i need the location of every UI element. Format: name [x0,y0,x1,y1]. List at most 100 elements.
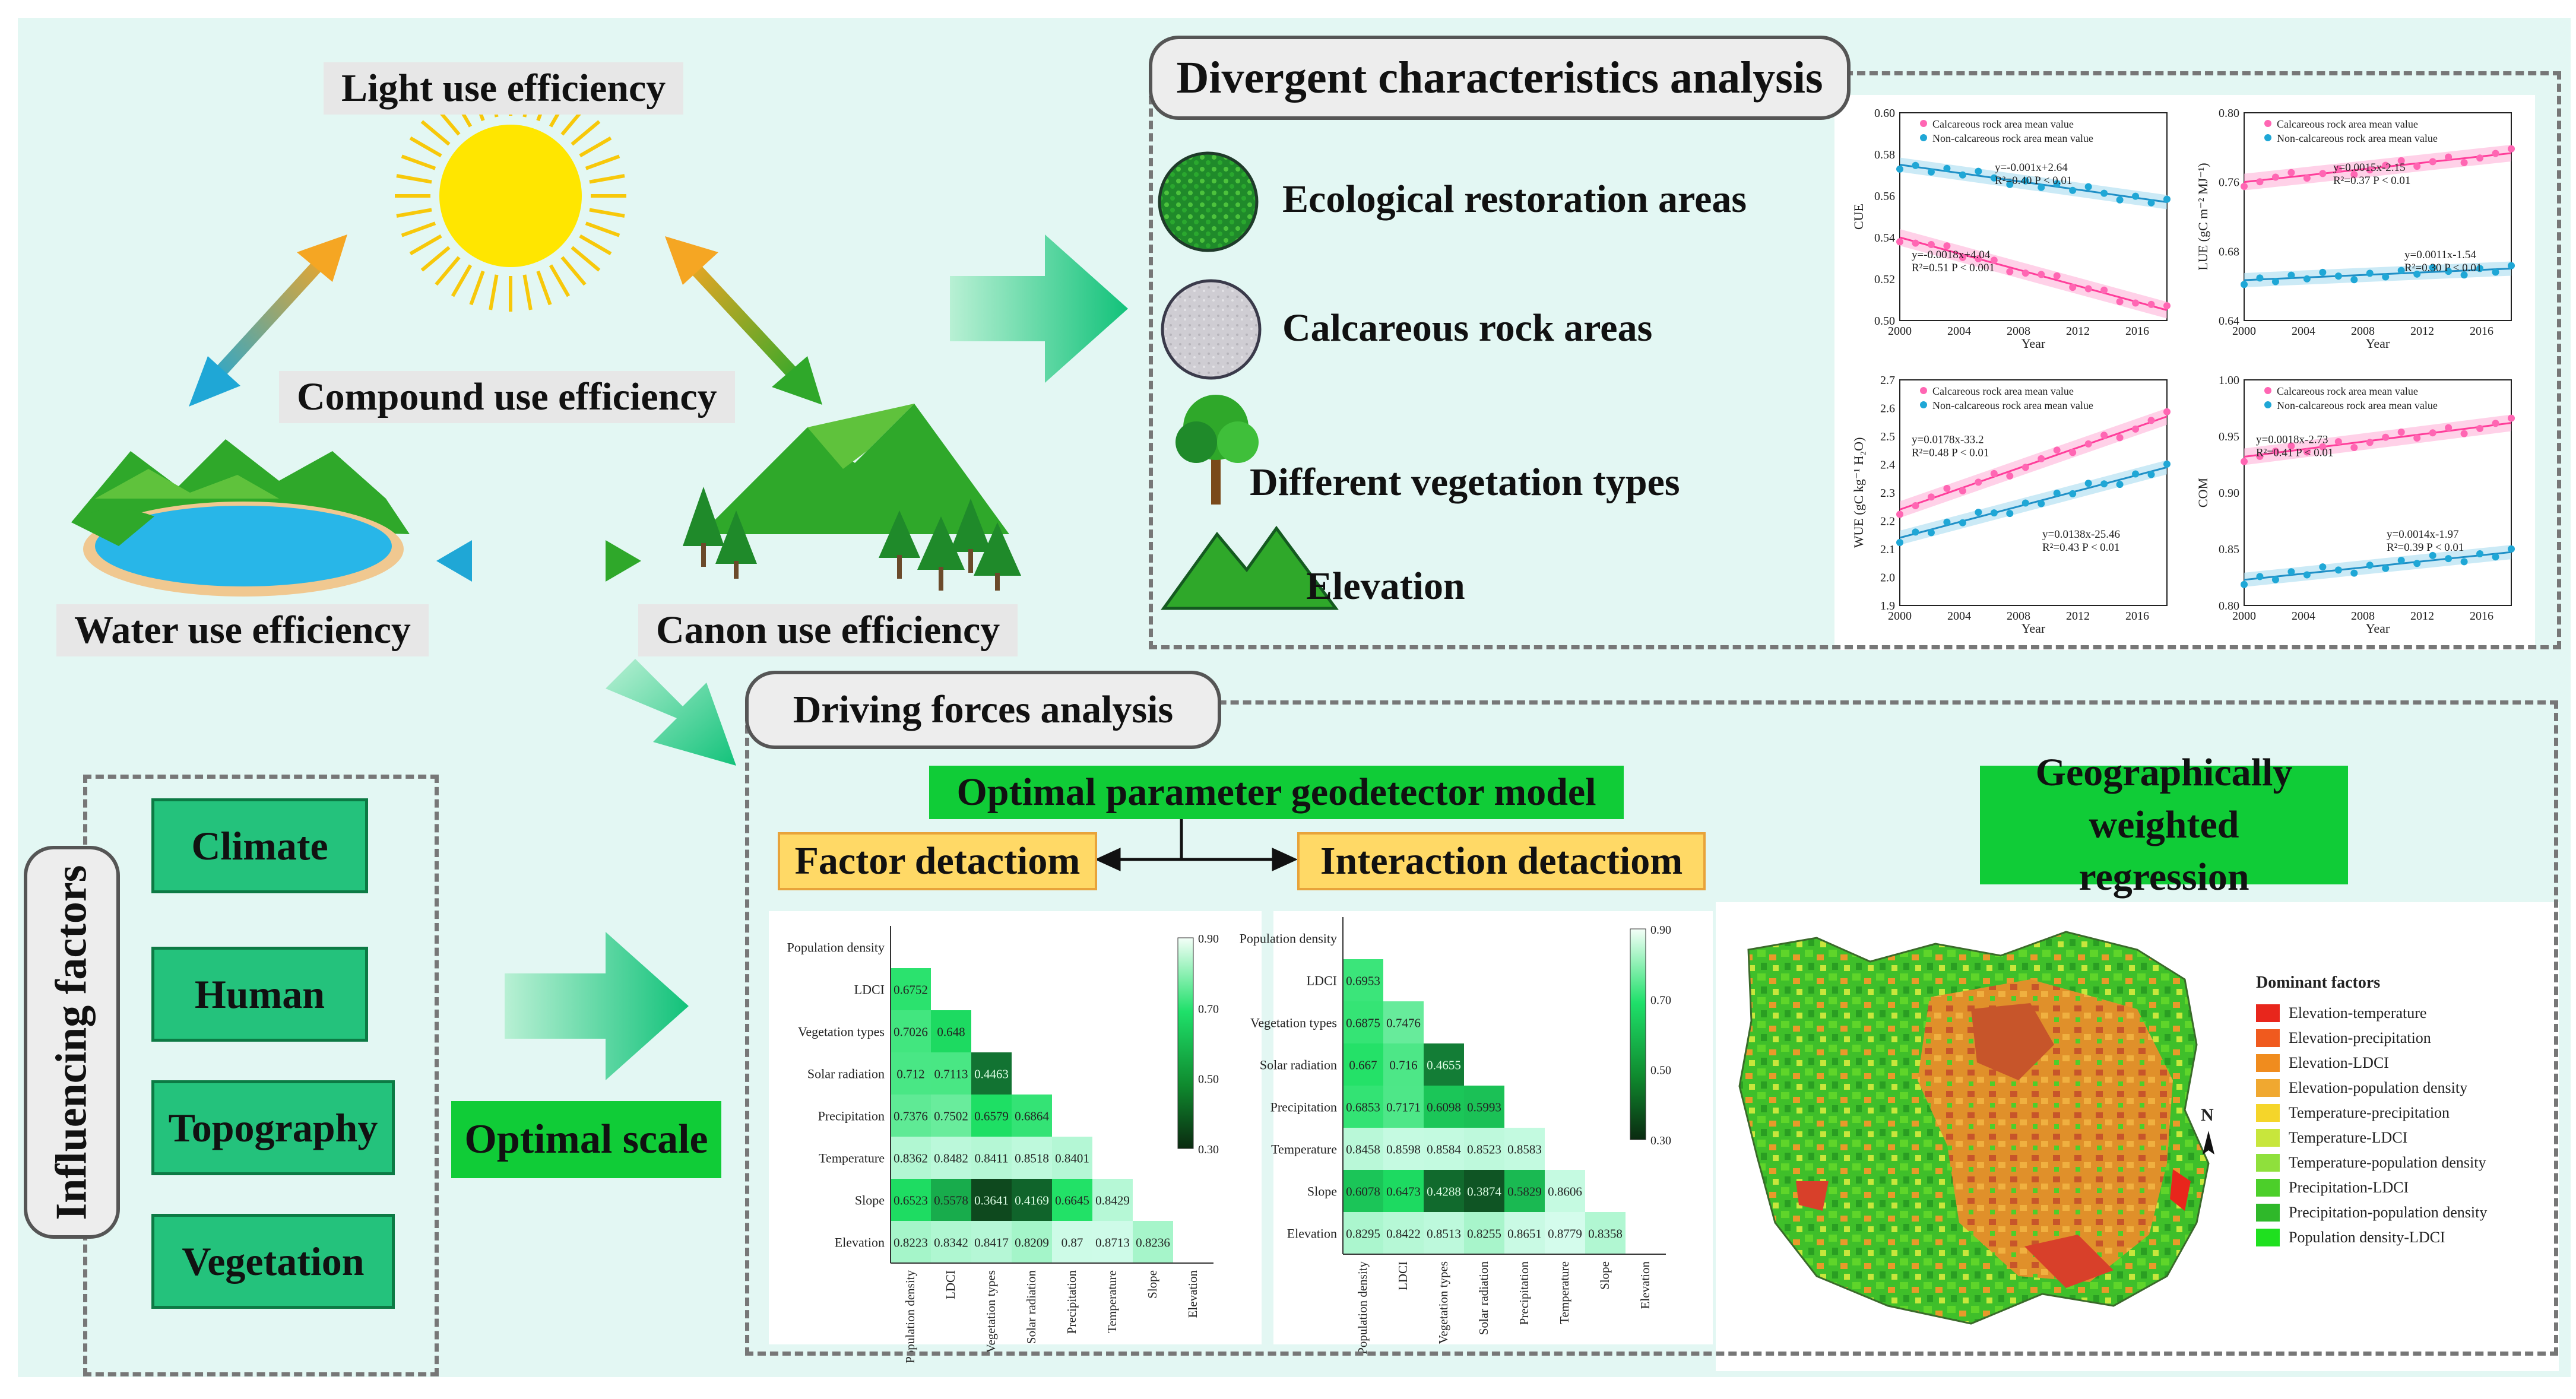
wue-point-a [2116,434,2124,442]
wue-point-a [2147,417,2155,424]
interaction-heatmap-cell [1504,1128,1545,1170]
lue-legend-a: Calcareous rock area mean value [2277,118,2418,130]
interaction-heatmap-cell-value: 0.716 [1389,1058,1417,1073]
interaction-heatmap-cell-value: 0.4288 [1427,1185,1461,1199]
factor-heatmap-cell [971,1179,1012,1221]
lue-xtick: 2004 [2292,325,2315,338]
sun-ray [420,246,451,272]
factor-heatmap-cell-value: 0.7502 [934,1109,968,1124]
wue-ytick: 2.5 [1880,430,1895,443]
cue-point-a [2132,299,2140,307]
cue-equation-b: y=-0.001x+2.64 [1995,161,2068,174]
com-xtick: 2008 [2351,610,2375,623]
wue-point-b [2038,500,2045,507]
lue-ylabel: LUE (gC m⁻² MJ⁻¹) [2195,163,2210,270]
cue-xtick: 2008 [2007,325,2030,338]
factor-heatmap-col-label: Vegetation types [984,1270,998,1353]
lue-xtick: 2012 [2410,325,2434,338]
factor-heatmap-cell [1012,1095,1052,1137]
com-legend-b: Non-calcareous rock area mean value [2277,399,2438,411]
cue-legend-b: Non-calcareous rock area mean value [1932,132,2093,144]
factor-heatmap-cell-value: 0.6523 [893,1194,928,1208]
arrow-light-canon [665,236,822,405]
gwr-box: Geographically weighted regression [1980,751,2348,899]
cue-equation-a: y=-0.0018x+4.04 [1912,249,1991,261]
factor-heatmap-cell-value: 0.712 [896,1067,924,1081]
sun-ray [451,264,473,297]
interaction-heatmap-row-label: Temperature [1271,1142,1337,1157]
arrow-to-driving [606,659,736,766]
com-point-b [2319,563,2327,571]
interaction-heatmap-cell [1383,1212,1424,1254]
elevation-label: Elevation [1306,564,1465,608]
cue-ytick: 0.60 [1874,107,1895,120]
cue-point-a [1975,255,1982,263]
cue-ytick: 0.54 [1874,231,1895,245]
sun-ray [589,174,625,184]
sun-ray [579,136,612,158]
wue-ytick: 2.3 [1880,487,1895,500]
wue-point-b [2116,481,2124,488]
cue-point-b [2006,180,2014,188]
com-point-b [2241,580,2248,588]
factor-heatmap-cell [1092,1221,1133,1263]
wue-point-a [1927,493,1935,501]
cue-point-a [2163,302,2171,310]
wue-ytick: 2.0 [1880,572,1895,585]
lue-point-a [2413,163,2421,170]
legend-swatch [2256,1179,2280,1197]
interaction-heatmap-cell [1343,1043,1383,1086]
factor-heatmap-cell [931,1095,971,1137]
factor-heatmap-cell [971,1095,1012,1137]
factor-climate: Climate [151,798,368,893]
factor-heatmap-cell [931,1052,971,1095]
factor-heatmap-cell [971,1137,1012,1179]
factor-heatmap-cell-value: 0.8209 [1015,1236,1049,1250]
lue-xtick: 2016 [2470,325,2493,338]
geodetector-model-box: Optimal parameter geodetector model [929,766,1624,819]
com-trend-a [2244,422,2512,458]
wue-xtick: 2008 [2007,610,2030,623]
interaction-heatmap-cell-value: 0.8584 [1427,1143,1461,1157]
factor-heatmap-cell-value: 0.6645 [1055,1194,1089,1208]
wue-ytick: 2.7 [1880,374,1895,387]
lue-trend-b [2244,268,2512,281]
lue-legend-b: Non-calcareous rock area mean value [2277,132,2438,144]
sun-ray [549,264,571,297]
cue-point-b [2147,199,2155,207]
wue-point-a [1943,484,1951,492]
lue-ytick: 0.64 [2219,315,2239,328]
factor-heatmap-col-label: Population density [903,1270,917,1363]
wue-point-a [1975,478,1982,486]
lue-xlabel: Year [2366,336,2390,351]
wue-trend-a [1899,415,2168,510]
factor-heatmap-cell-value: 0.4169 [1015,1194,1049,1208]
com-xtick: 2012 [2410,610,2434,623]
wue-legend-a-marker [1920,387,1927,394]
sun-ray [409,136,442,158]
legend-label: Elevation-precipitation [2289,1029,2431,1046]
arrow-water-canon [436,540,641,582]
com-point-b [2476,550,2484,558]
lue-point-b [2241,281,2248,288]
interaction-heatmap-cell [1343,959,1383,1001]
factor-heatmap-cell [891,1137,931,1179]
wue-point-b [2053,489,2061,497]
interaction-heatmap-col-label: Population density [1355,1261,1370,1354]
cue-point-a [2069,284,2077,291]
interaction-heatmap-col-label: Temperature [1557,1261,1571,1324]
sun-ray [435,256,461,286]
factor-heatmap-col-label: Temperature [1105,1270,1119,1333]
cue-point-a [2147,300,2155,308]
lue-point-a [2397,157,2405,164]
legend-label: Temperature-LDCI [2289,1129,2408,1146]
factor-heatmap-cell [891,1010,931,1052]
com-point-b [2492,553,2499,561]
vegetation-types-label: Different vegetation types [1250,461,1680,504]
interaction-heatmap-col-label: Precipitation [1517,1261,1531,1325]
lue-r2-a: R²=0.37 P < 0.01 [2333,175,2410,187]
wue-ytick: 2.6 [1880,402,1895,415]
factor-heatmap-cell [891,968,931,1010]
cue-point-a [2006,268,2014,275]
wue-point-a [1896,510,1903,518]
